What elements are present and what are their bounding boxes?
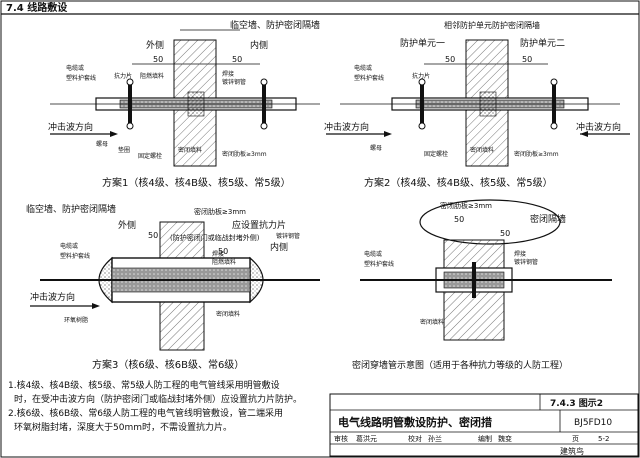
p1-dim-right: 50 <box>232 55 242 64</box>
page-label: 页 <box>572 435 579 443</box>
p1-anti-plate-right <box>262 84 266 124</box>
p1-label-fixed: 固定螺栓 <box>138 152 162 160</box>
p3-note: 应设置抗力片 <box>232 219 286 231</box>
panel-3: 临空墙、防护密闭隔墙 密闭肋板≥3mm 外侧 应设置抗力片 (防护密闭门或临战封… <box>26 203 320 371</box>
p3-dim-left: 50 <box>148 231 158 240</box>
p4-wall-label: 密闭隔墙 <box>530 213 566 225</box>
watermark: 建筑鸟 <box>560 446 584 456</box>
p1-top-label: 临空墙、防护密闭隔墙 <box>230 19 320 31</box>
p1-label-sealfill: 密闭填料 <box>178 146 202 154</box>
p2-label-nut: 螺母 <box>370 144 382 152</box>
p3-label-sealfill: 密闭填料 <box>216 310 240 318</box>
p3-outer-label: 外侧 <box>118 219 136 231</box>
p4-label-sealfill: 密闭填料 <box>420 318 444 326</box>
p2-label-rib: 密闭肋板 <box>514 150 538 158</box>
p2-label-ribsize: ≥3mm <box>538 151 559 158</box>
p1-label-rib: 密闭肋板 <box>222 150 246 158</box>
p1-label-fire: 阻燃填料 <box>140 72 164 80</box>
p3-dim-right: 50 <box>218 247 228 256</box>
design-label: 编制 <box>478 434 492 443</box>
note-line-3: 2.核6级、核6B级、常6级人防工程的电气管线明管敷设，管二端采用 <box>8 407 283 419</box>
p4-label-cable: 电缆或 <box>364 250 382 258</box>
p1-label-washer: 垫圈 <box>118 146 130 154</box>
p2-unit1: 防护单元一 <box>400 37 445 49</box>
p2-caption: 方案2（核4级、核4B级、核5级、常5级） <box>364 176 553 189</box>
p4-dim-left: 50 <box>454 215 464 224</box>
p3-top-label: 临空墙、防护密闭隔墙 <box>26 203 116 215</box>
p2-unit2: 防护单元二 <box>520 37 565 49</box>
panel-4: 密闭肋板≥3mm 密闭隔墙 50 50 电缆或 塑料护套线 焊接 镀锌钢管 密闭… <box>352 199 612 371</box>
p3-label-cable: 电缆或 <box>60 242 78 250</box>
p2-wave-right: 冲击波方向 <box>576 121 621 133</box>
title-block: 7.4.3 图示2 电气线路明管敷设防护、密闭措 BJ5FD10 审核 葛洪元 … <box>329 393 639 457</box>
notes: 1.核4级、核4B级、核5级、常5级人防工程的电气管线采用明管敷设 时，在受冲击… <box>8 379 302 433</box>
p1-label-steel: 镀锌钢管 <box>222 78 246 86</box>
p3-wave-label: 冲击波方向 <box>30 291 75 303</box>
p2-label-cable: 电缆或 <box>354 64 372 72</box>
p2-dim-right: 50 <box>522 55 532 64</box>
section-title: 7.4 线路敷设 <box>6 1 67 14</box>
p1-label-cable: 电缆或 <box>66 64 84 72</box>
p4-label-weld: 焊接 <box>514 250 526 258</box>
p3-rib-label: 密闭肋板≥3mm <box>194 207 246 216</box>
p1-inner-label: 内侧 <box>250 39 268 51</box>
p1-label-ribsize: ≥3mm <box>246 151 267 158</box>
note-line-2: 时，在受冲击波方向（防护密闭门或临战封堵外侧）应设置抗力片防护。 <box>14 393 302 405</box>
p3-label-steel: 镀锌钢管 <box>276 232 300 240</box>
p1-outer-label: 外侧 <box>146 39 164 51</box>
p1-label-weld: 焊接 <box>222 70 234 78</box>
p2-wave-left: 冲击波方向 <box>324 121 369 133</box>
check-label: 校对 <box>408 434 422 443</box>
review-name: 葛洪元 <box>356 434 377 443</box>
p3-label-pipe: 塑料护套线 <box>60 252 90 260</box>
p2-label-anti: 抗力片 <box>412 72 430 80</box>
design-name: 魏变 <box>498 434 512 443</box>
sheet-code: BJ5FD10 <box>574 418 612 428</box>
p3-inner-label: 内侧 <box>270 241 288 253</box>
review-label: 审核 <box>334 434 348 443</box>
panel-2: 相邻防护单元防护密闭隔墙 防护单元一 防护单元二 50 50 冲击波方向 冲击波… <box>324 20 630 189</box>
p3-label-fire: 阻燃填料 <box>212 258 236 266</box>
note-line-1: 1.核4级、核4B级、核5级、常5级人防工程的电气管线采用明管敷设 <box>8 379 280 391</box>
p2-top-label: 相邻防护单元防护密闭隔墙 <box>444 20 540 30</box>
p1-label-nut: 螺母 <box>96 140 108 148</box>
p1-label-pipe: 塑料护套线 <box>66 74 96 82</box>
p4-label-steel: 镀锌钢管 <box>514 258 538 266</box>
p3-caption: 方案3（核6级、核6B级、常6级） <box>92 358 244 371</box>
p4-oval-label: 密闭肋板≥3mm <box>440 201 492 210</box>
page-number: 5-2 <box>598 435 609 443</box>
figure-number: 7.4.3 图示2 <box>550 398 603 409</box>
p4-dim-right: 50 <box>500 229 510 238</box>
p2-dim-left: 50 <box>445 55 455 64</box>
check-name: 孙兰 <box>428 434 442 443</box>
p1-caption: 方案1（核4级、核4B级、核5级、常5级） <box>102 176 291 189</box>
p3-label-weld: 焊接 <box>212 250 224 258</box>
panel-1: 临空墙、防护密闭隔墙 外侧 内侧 50 50 冲击波方向 电缆或 塑料护套线 抗… <box>48 19 320 189</box>
p4-caption: 密闭穿墙管示意图（适用于各种抗力等级的人防工程） <box>352 359 568 371</box>
p3-label-epoxy: 环氧树脂 <box>64 316 88 324</box>
p1-anti-plate-left <box>128 84 132 124</box>
p1-label-anti: 抗力片 <box>114 72 132 80</box>
p2-label-sealfill: 密闭填料 <box>470 146 494 154</box>
p3-note-detail: (防护密闭门或临战封堵外侧) <box>170 233 260 242</box>
p1-wave-label: 冲击波方向 <box>48 121 93 133</box>
sheet-title: 电气线路明管敷设防护、密闭措 <box>338 415 492 429</box>
p4-label-pipe: 塑料护套线 <box>364 260 394 268</box>
note-line-4: 环氧树脂封堵，深度大于50mm时，不需设置抗力片。 <box>14 421 232 433</box>
p1-dim-left: 50 <box>153 55 163 64</box>
p2-label-pipe: 塑料护套线 <box>354 74 384 82</box>
p2-label-fixed: 固定螺栓 <box>424 150 448 158</box>
